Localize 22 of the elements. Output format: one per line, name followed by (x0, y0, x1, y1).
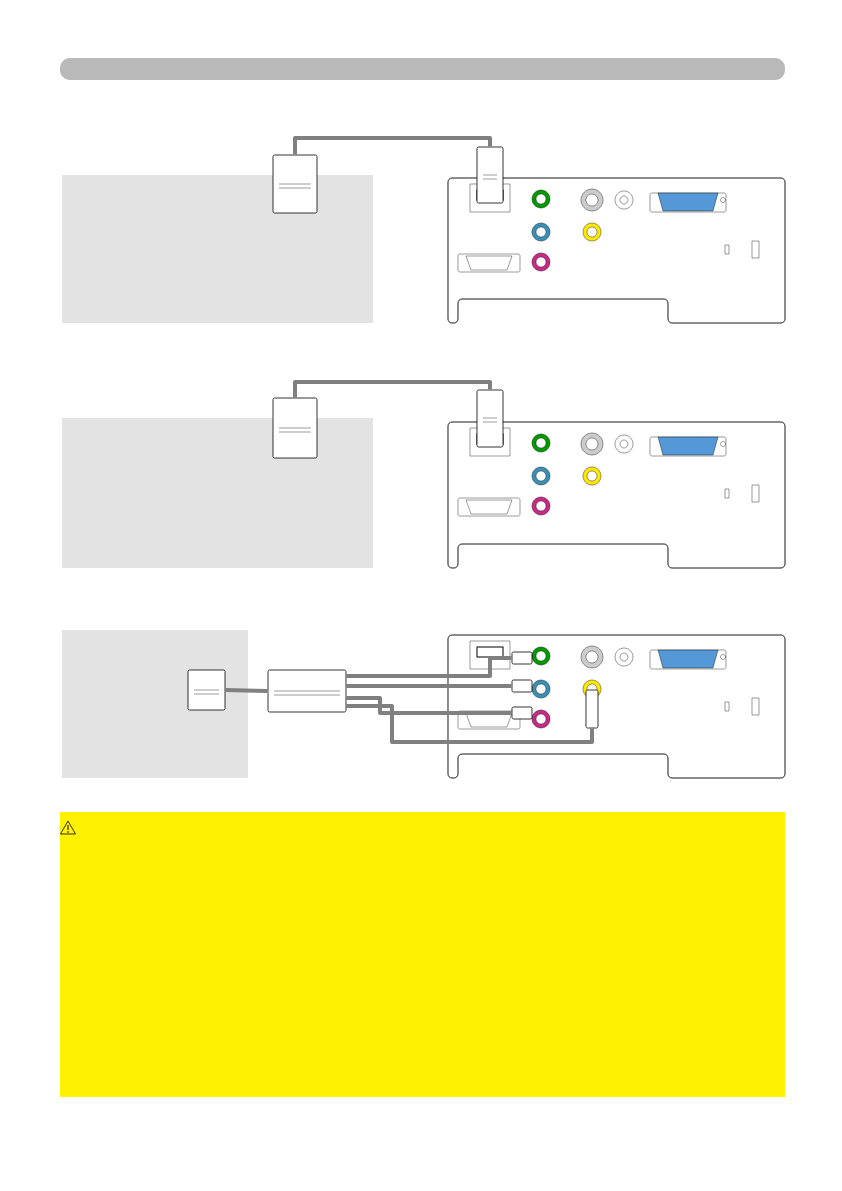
cable (293, 136, 492, 155)
projector-panel (447, 421, 786, 569)
projector-panel (447, 177, 786, 324)
cable-plug (511, 651, 533, 665)
projector-panel (447, 634, 786, 779)
cable (293, 380, 492, 398)
cable (346, 696, 512, 715)
shaded-area (62, 418, 373, 568)
shaded-area (62, 175, 373, 323)
cable-plug (272, 154, 318, 214)
cable-plug (187, 669, 226, 711)
cable-plug (511, 706, 533, 720)
cable-plug (476, 146, 504, 204)
cable-plug (511, 679, 533, 693)
cable-plug (272, 397, 318, 459)
cable (346, 684, 512, 688)
shaded-area (62, 630, 248, 778)
cable (225, 688, 268, 693)
cable (346, 704, 594, 744)
cable (346, 656, 512, 678)
cable-plug (476, 389, 504, 448)
cable-plug (267, 669, 347, 713)
